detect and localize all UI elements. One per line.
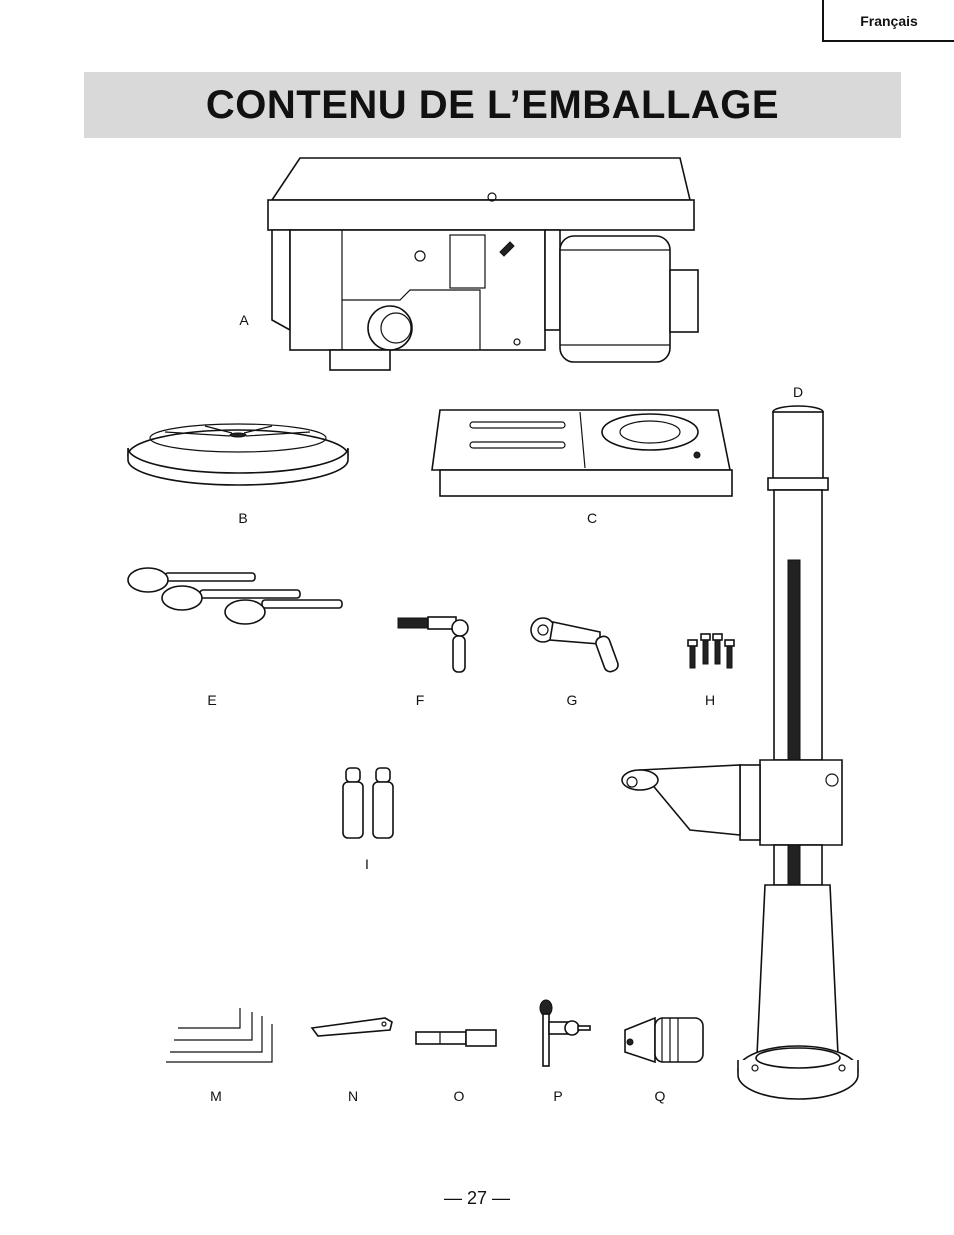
label-i: I: [365, 856, 369, 872]
label-a: A: [239, 312, 249, 328]
page-title: CONTENU DE L’EMBALLAGE: [205, 82, 780, 127]
part-o-arbor-illustration: [415, 1029, 497, 1047]
part-e-handles-illustration: [127, 567, 343, 625]
label-p: P: [553, 1088, 563, 1104]
language-label: Français: [860, 13, 918, 29]
part-b-base-plate-illustration: [127, 423, 349, 486]
title-banner: CONTENU DE L’EMBALLAGE: [84, 72, 901, 138]
label-d: D: [792, 384, 804, 400]
label-e: E: [207, 692, 217, 708]
page-number: — 27 —: [443, 1188, 511, 1208]
label-g: G: [566, 692, 578, 708]
part-n-drift-key-illustration: [310, 1017, 393, 1037]
part-c-worktable-illustration: [431, 409, 733, 497]
language-tab: Français: [822, 0, 954, 42]
part-f-pinion-shaft-illustration: [397, 616, 469, 673]
part-h-screws-illustration: [687, 633, 735, 669]
label-h: H: [704, 692, 716, 708]
label-f: F: [415, 692, 425, 708]
label-b: B: [238, 510, 248, 526]
part-m-hex-keys-illustration: [166, 1008, 273, 1063]
label-o: O: [453, 1088, 465, 1104]
part-i-rods-illustration: [342, 767, 394, 839]
part-p-chuck-key-illustration: [539, 999, 591, 1067]
part-d-column-illustration: [621, 405, 859, 1100]
label-c: C: [586, 510, 598, 526]
label-q: Q: [654, 1088, 666, 1104]
label-n: N: [347, 1088, 359, 1104]
part-q-drill-chuck-illustration: [624, 1016, 704, 1064]
part-a-drill-head-illustration: [267, 157, 699, 371]
part-g-crank-handle-illustration: [530, 617, 619, 673]
label-m: M: [210, 1088, 222, 1104]
